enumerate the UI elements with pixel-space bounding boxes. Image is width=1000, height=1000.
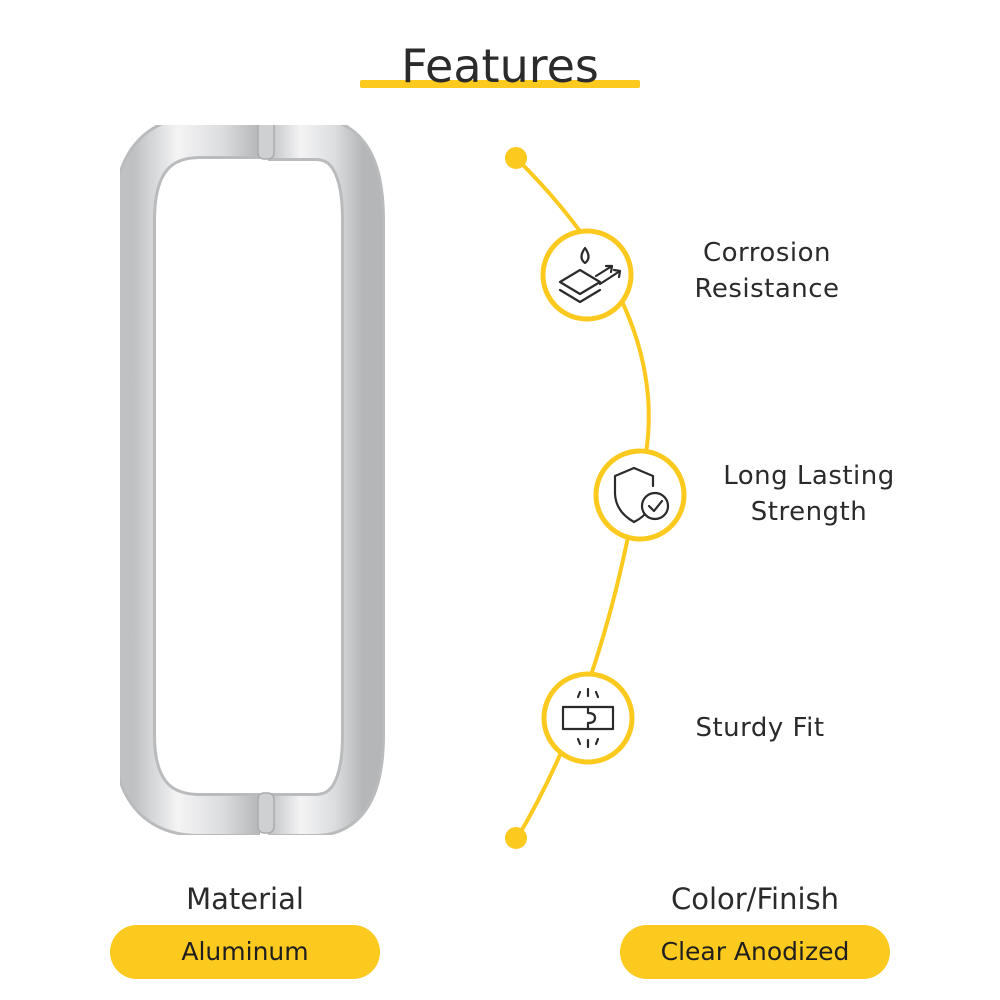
finish-label: Color/Finish [670,882,840,916]
feature-corrosion-label: Corrosion Resistance [672,235,862,307]
feature-label-line2: Strength [750,497,868,527]
material-value-pill: Aluminum [110,925,380,979]
water-resistant-layers-icon [540,228,634,322]
finish-value-pill: Clear Anodized [620,925,890,979]
title-underline [360,80,640,88]
arc-start-dot [505,147,527,169]
shield-clock-icon [593,448,687,542]
title-block: Features [360,38,640,94]
feature-fit-label: Sturdy Fit [676,710,844,746]
feature-label-line1: Corrosion [703,238,831,268]
page-title: Features [401,39,599,93]
puzzle-fit-icon [541,671,635,765]
door-handle-image [120,125,385,835]
feature-label-line1: Sturdy Fit [695,713,825,743]
feature-strength-label: Long Lasting Strength [700,458,918,530]
feature-label-line2: Resistance [694,274,840,304]
material-label: Material [186,882,304,916]
feature-label-line1: Long Lasting [723,461,895,491]
arc-end-dot [505,827,527,849]
